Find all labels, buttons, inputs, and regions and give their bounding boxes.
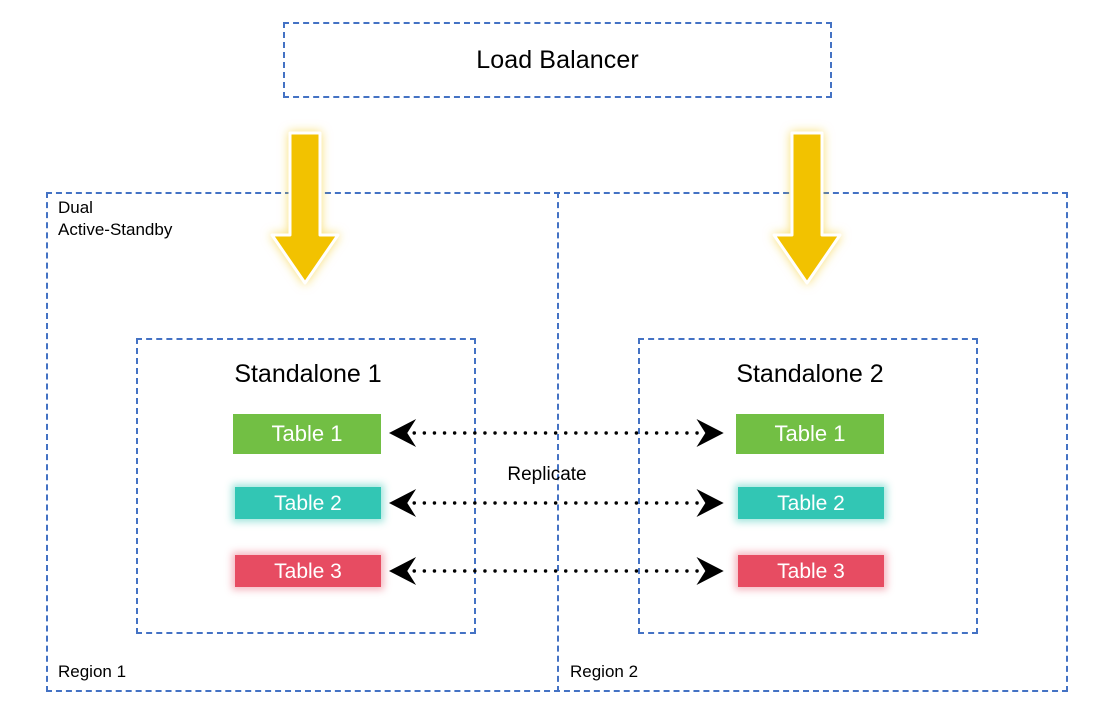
standalone-2-title: Standalone 2 bbox=[736, 360, 884, 388]
table-label: Table 3 bbox=[777, 559, 845, 583]
load-balancer-box[interactable]: Load Balancer bbox=[283, 22, 832, 98]
standalone-2-table-2[interactable]: Table 2 bbox=[738, 487, 884, 519]
replicate-label: Replicate bbox=[507, 464, 587, 485]
standalone-1-table-2[interactable]: Table 2 bbox=[235, 487, 381, 519]
standalone-1-table-1[interactable]: Table 1 bbox=[233, 414, 381, 454]
load-balancer-label: Load Balancer bbox=[476, 45, 639, 74]
standalone-1-title: Standalone 1 bbox=[234, 360, 382, 388]
region-2-label: Region 2 bbox=[570, 662, 639, 681]
standalone-1-table-3[interactable]: Table 3 bbox=[235, 555, 381, 587]
table-label: Table 1 bbox=[774, 421, 846, 446]
region-divider bbox=[557, 192, 559, 692]
table-label: Table 1 bbox=[271, 421, 343, 446]
table-label: Table 2 bbox=[274, 491, 342, 515]
standalone-2-box[interactable]: Standalone 2 bbox=[638, 338, 978, 634]
standalone-2-table-1[interactable]: Table 1 bbox=[736, 414, 884, 454]
mode-label: Dual Active-Standby bbox=[58, 198, 173, 239]
down-arrow-icon bbox=[270, 131, 340, 285]
region-1-label: Region 1 bbox=[58, 662, 127, 681]
down-arrow-icon bbox=[772, 131, 842, 285]
table-label: Table 3 bbox=[274, 559, 342, 583]
standalone-2-table-3[interactable]: Table 3 bbox=[738, 555, 884, 587]
table-label: Table 2 bbox=[777, 491, 845, 515]
standalone-1-box[interactable]: Standalone 1 bbox=[136, 338, 476, 634]
